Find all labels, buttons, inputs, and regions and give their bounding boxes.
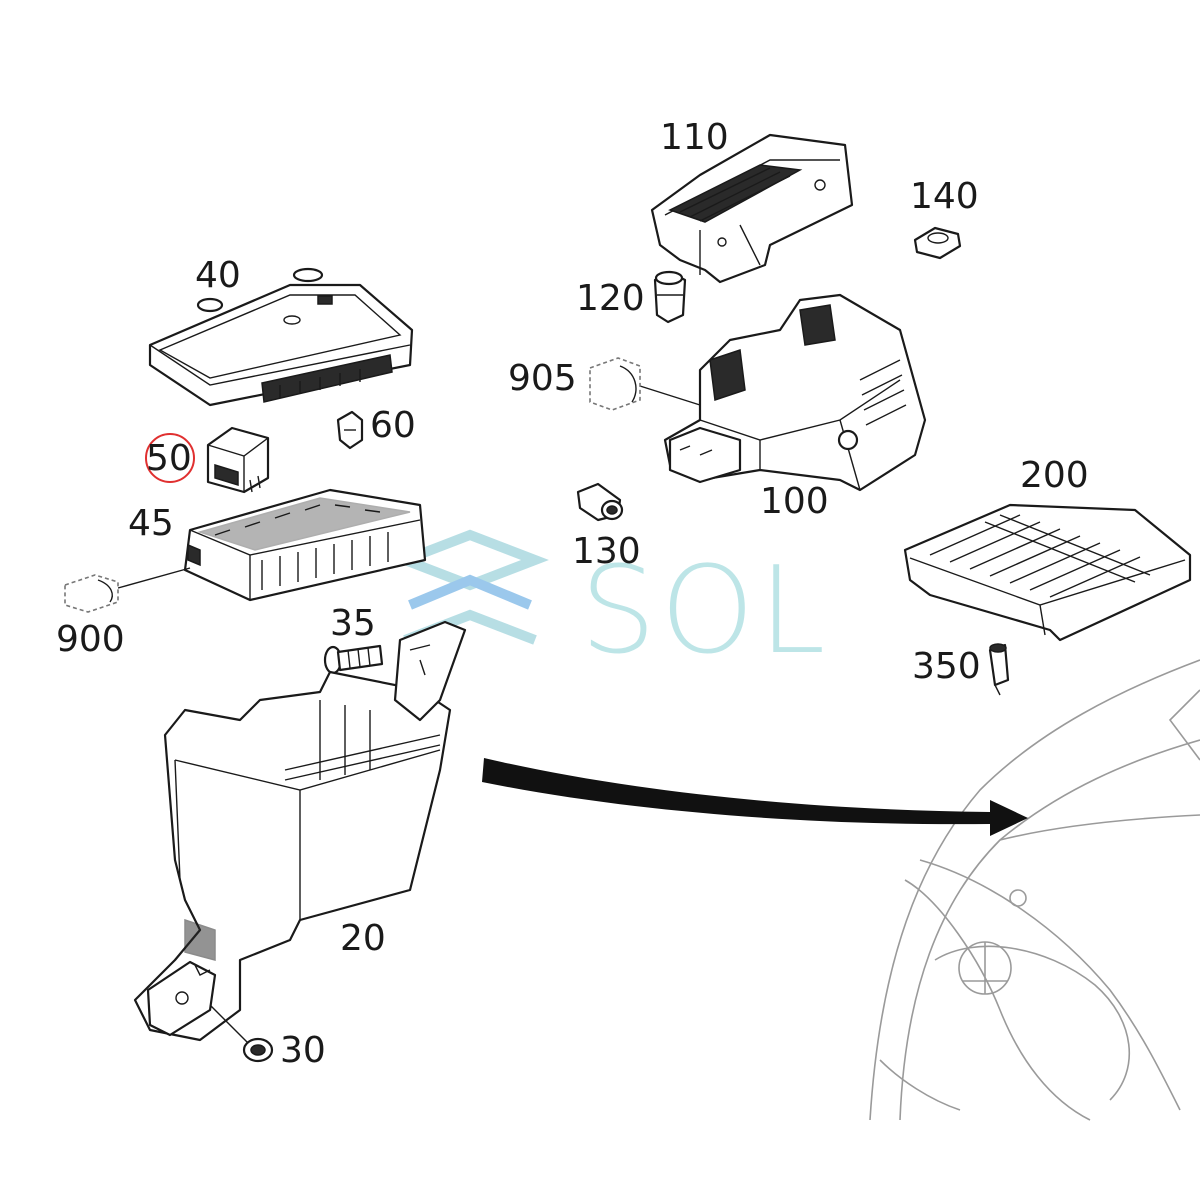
label-20: 20 (340, 918, 386, 959)
leader-30 (209, 1004, 251, 1046)
part-50-relay (206, 426, 270, 494)
label-900: 900 (56, 619, 125, 660)
label-905: 905 (508, 358, 577, 399)
part-350-pin (988, 643, 1010, 696)
part-30-nut (242, 1037, 274, 1063)
label-30: 30 (280, 1030, 326, 1071)
part-60-fuse (336, 410, 364, 450)
label-45: 45 (128, 503, 174, 544)
leader-905 (639, 385, 701, 406)
part-130-sleeve (576, 482, 624, 522)
label-35: 35 (330, 603, 376, 644)
part-35-bolt (323, 644, 384, 675)
part-120-grommet (653, 270, 687, 324)
label-200: 200 (1020, 455, 1089, 496)
part-45-fuse-box (183, 488, 427, 602)
part-20-housing (133, 620, 467, 1042)
label-130: 130 (572, 531, 641, 572)
leader-900 (117, 567, 191, 589)
highlight-circle (145, 433, 195, 483)
part-200-control-unit (903, 503, 1192, 642)
label-110: 110 (660, 117, 729, 158)
part-40-fuse-box-cover (148, 267, 414, 407)
part-905-connector (589, 357, 641, 411)
part-100-module (663, 293, 927, 492)
label-50: 50 (146, 438, 192, 479)
label-140: 140 (910, 176, 979, 217)
sol-watermark: SOL (391, 529, 829, 681)
label-350: 350 (912, 646, 981, 687)
label-40: 40 (195, 255, 241, 296)
label-100: 100 (760, 481, 829, 522)
part-110-cover (650, 133, 854, 284)
car-front-outline (869, 659, 1200, 1121)
direction-arrow (482, 758, 1028, 836)
label-60: 60 (370, 405, 416, 446)
label-120: 120 (576, 278, 645, 319)
watermark-text: SOL (580, 542, 829, 681)
part-140-nut (913, 226, 962, 260)
part-900-connector (64, 574, 119, 613)
